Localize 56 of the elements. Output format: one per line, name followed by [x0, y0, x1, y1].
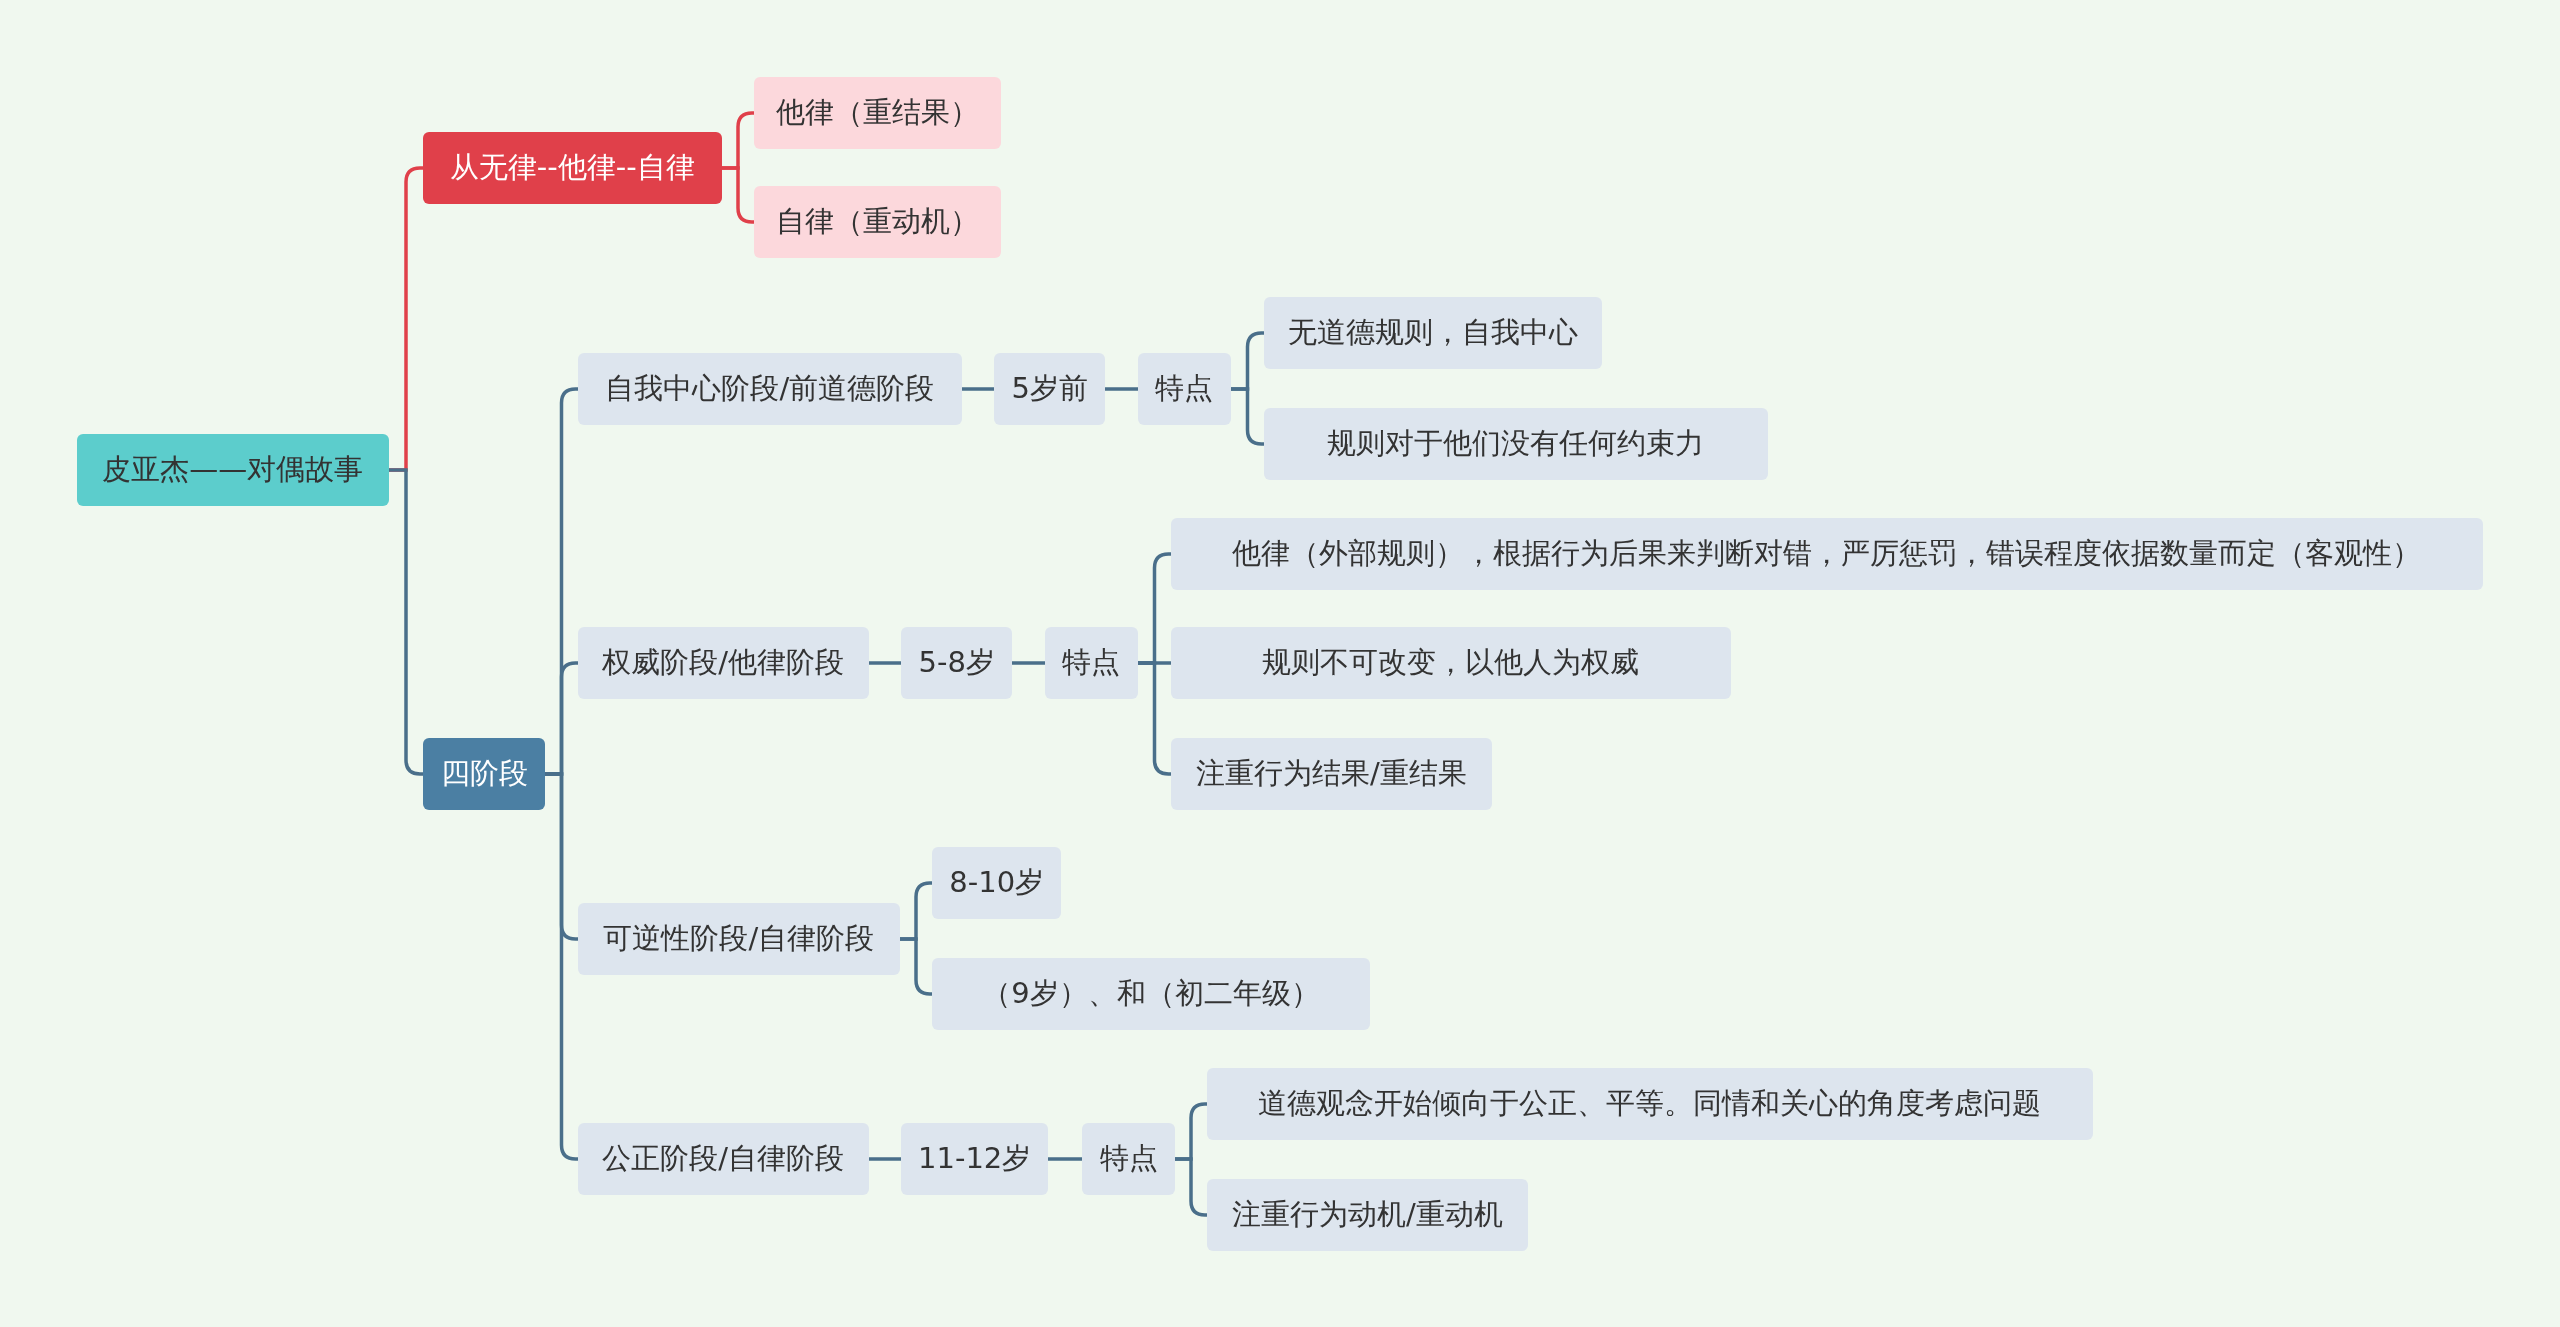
connector-line — [869, 1157, 901, 1161]
topic-text: 特点 — [1062, 643, 1121, 681]
connector-line — [1012, 661, 1045, 665]
connector-line — [545, 772, 579, 1161]
topic-box — [1170, 517, 2484, 590]
topic-box — [994, 352, 1106, 425]
topic-box — [901, 1123, 1049, 1196]
topic-text: 自我中心阶段/前道德阶段 — [605, 369, 935, 407]
topic-box — [422, 132, 722, 205]
topic-box — [1082, 1123, 1176, 1196]
topic-text: 他律（重结果） — [776, 93, 980, 131]
topic-box — [754, 76, 1001, 149]
connector-line — [869, 661, 901, 665]
topic-box — [577, 902, 900, 975]
topic-box — [577, 352, 962, 425]
topic-box — [1137, 352, 1231, 425]
topic-text: 公正阶段/自律阶段 — [602, 1140, 845, 1178]
root-topic-box — [76, 434, 389, 507]
topic-text: 注重行为结果/重结果 — [1196, 754, 1467, 792]
topic-text: 可逆性阶段/自律阶段 — [603, 919, 875, 957]
topic-text: 权威阶段/他律阶段 — [602, 643, 845, 681]
topic-box — [932, 958, 1370, 1031]
topic-box — [1170, 626, 1731, 699]
topic-text: 5-8岁 — [918, 643, 995, 681]
connector-line — [962, 387, 994, 391]
topic-text: 11-12岁 — [918, 1140, 1032, 1178]
topic-text: 5岁前 — [1011, 369, 1088, 407]
topic-text: 道德观念开始倾向于公正、平等。同情和关心的角度考虑问题 — [1258, 1084, 2042, 1122]
topic-box — [901, 626, 1013, 699]
topic-box — [1170, 737, 1493, 810]
connector-line — [1105, 387, 1138, 391]
topic-text: 注重行为动机/重动机 — [1231, 1195, 1503, 1233]
topic-text: 自律（重动机） — [776, 203, 980, 241]
topic-text: 从无律--他律--自律 — [449, 149, 695, 187]
topic-text: 8-10岁 — [949, 864, 1045, 902]
topic-text: 规则对于他们没有任何约束力 — [1327, 425, 1705, 463]
topic-box — [1044, 626, 1138, 699]
topic-text: 特点 — [1099, 1140, 1158, 1178]
topic-box — [1206, 1178, 1529, 1251]
topic-text: （9岁）、和（初二年级） — [982, 975, 1320, 1013]
topic-box — [577, 1123, 869, 1196]
topic-box — [1263, 297, 1602, 370]
topic-box — [932, 847, 1062, 920]
topic-text: 他律（外部规则），根据行为后果来判断对错，严厉惩罚，错误程度依据数量而定（客观性） — [1232, 534, 2422, 572]
topic-box — [422, 737, 546, 810]
topic-text: 皮亚杰——对偶故事 — [102, 451, 364, 489]
topic-box — [577, 626, 869, 699]
connector-line — [1048, 1157, 1082, 1161]
topic-text: 四阶段 — [440, 754, 528, 792]
topic-text: 特点 — [1155, 369, 1214, 407]
topic-text: 无道德规则，自我中心 — [1287, 314, 1578, 352]
topic-box — [1263, 408, 1769, 481]
connector-line — [1175, 1157, 1208, 1217]
topic-text: 规则不可改变，以他人为权威 — [1262, 643, 1640, 681]
topic-box — [1206, 1067, 2094, 1140]
topic-box — [754, 186, 1001, 259]
